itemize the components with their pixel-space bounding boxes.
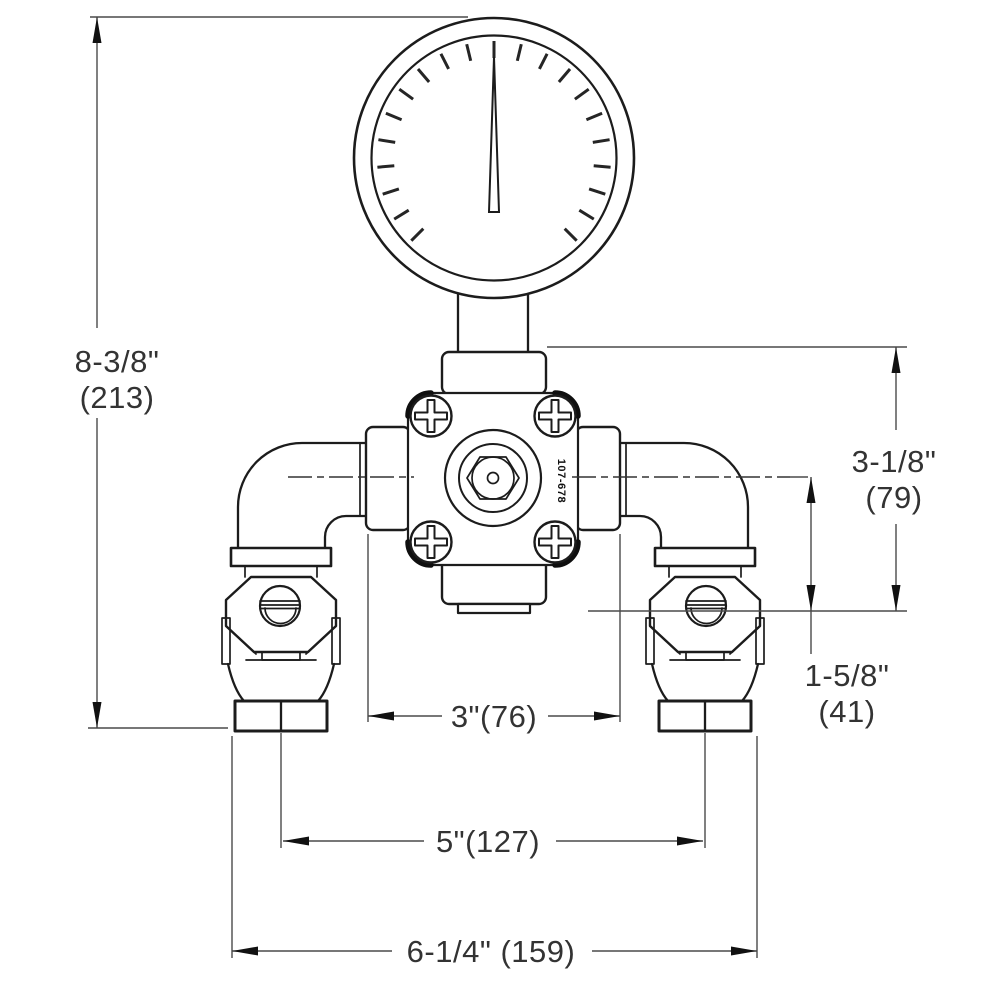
left-tab-b <box>331 617 341 665</box>
hex-nut <box>466 456 520 500</box>
left-union-fitting <box>221 546 341 733</box>
screw-top-right <box>533 394 577 438</box>
dim-port-width: 3"(76) <box>367 534 621 734</box>
gauge-neck-flange <box>440 350 548 396</box>
pressure-gauge <box>352 16 636 300</box>
dim-label-center-outlet-mm: (41) <box>818 694 875 729</box>
right-screw-head <box>684 584 728 628</box>
screw-bottom-left <box>409 520 453 564</box>
dim-body-height: 3-1/8" (79) <box>547 346 937 612</box>
dim-label-center-outlet-in: 1-5/8" <box>805 658 890 693</box>
left-port <box>364 425 412 532</box>
right-flange <box>653 546 757 568</box>
dim-label-body-height-in: 3-1/8" <box>852 444 937 479</box>
right-tab-a <box>645 617 655 665</box>
left-screw-head <box>258 584 302 628</box>
dim-label-outlet-spacing: 5"(127) <box>436 824 540 859</box>
body-screws <box>409 394 577 564</box>
dim-label-body-height-mm: (79) <box>865 480 922 515</box>
gauge-stem <box>456 291 530 355</box>
dim-label-overall-height-mm: (213) <box>80 380 155 415</box>
outlet-face <box>456 602 532 615</box>
left-elbow <box>236 441 368 550</box>
right-union-fitting <box>645 546 765 733</box>
gauge-ticks <box>377 41 611 242</box>
center-boss <box>443 428 543 528</box>
right-elbow <box>618 441 750 550</box>
left-flange <box>229 546 333 568</box>
dim-label-overall-height-in: 8-3/8" <box>75 344 160 379</box>
dim-label-port-width: 3"(76) <box>451 699 537 734</box>
dim-overall-height: 8-3/8" (213) <box>75 16 468 729</box>
valve-body <box>405 390 581 568</box>
left-tab-a <box>221 617 231 665</box>
screw-bottom-right <box>533 520 577 564</box>
dim-outlet-spacing: 5"(127) <box>280 733 706 859</box>
right-port <box>574 425 622 532</box>
dim-center-to-outlet: 1-5/8" (41) <box>805 477 890 729</box>
right-tab-b <box>755 617 765 665</box>
screw-top-left <box>409 394 453 438</box>
dim-label-overall-width: 6-1/4" (159) <box>407 934 576 969</box>
gauge-needle <box>487 56 501 213</box>
part-number-label: 107-678 <box>555 459 567 504</box>
dim-overall-width: 6-1/4" (159) <box>231 736 758 969</box>
valve-bottom-outlet <box>440 554 548 615</box>
